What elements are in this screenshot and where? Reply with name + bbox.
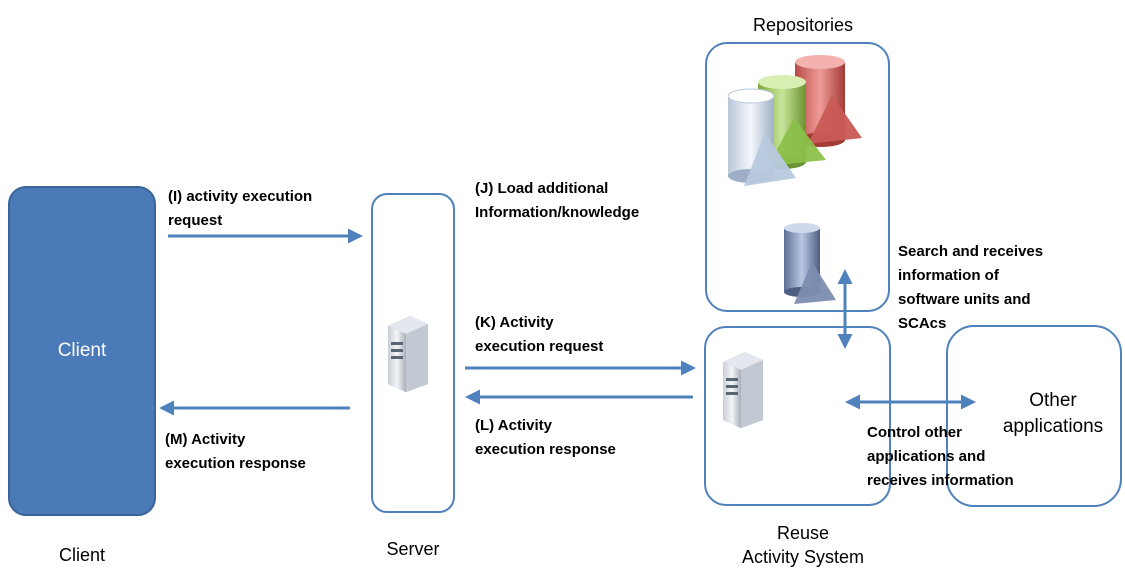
label-control: Control other applications and receives … — [867, 421, 1014, 493]
reuse-caption: Reuse Activity System — [718, 521, 888, 569]
server-tower-icon — [388, 316, 428, 392]
label-i-line2: request — [168, 212, 223, 229]
label-control-line3: receives information — [867, 472, 1014, 489]
server-caption: Server — [386, 539, 440, 559]
client-caption: Client — [58, 545, 106, 565]
label-control-line2: applications and — [867, 448, 986, 465]
label-k: (K) Activity execution request — [475, 311, 603, 359]
label-j-line2: Information/knowledge — [475, 204, 640, 221]
label-search-line1: Search and receives — [898, 243, 1044, 260]
client-box: Client — [8, 186, 156, 516]
other-applications-line2: applications — [1002, 416, 1104, 437]
label-j: (J) Load additional Information/knowledg… — [475, 177, 639, 225]
label-k-line2: execution request — [475, 338, 604, 355]
label-search-line3: software units and — [898, 291, 1031, 308]
label-m: (M) Activity execution response — [165, 428, 306, 476]
reuse-caption-line1: Reuse — [776, 523, 830, 543]
database-cylinder-icon — [784, 223, 836, 304]
repositories-caption: Repositories — [752, 15, 854, 35]
other-applications-label: Other applications — [985, 388, 1121, 440]
reuse-caption-line2: Activity System — [741, 547, 865, 567]
server-tower-icon — [723, 352, 763, 428]
label-search: Search and receives information of softw… — [898, 240, 1043, 336]
label-l-line1: (L) Activity — [475, 417, 552, 434]
label-control-line1: Control other — [867, 424, 962, 441]
label-i-line1: (I) activity execution — [168, 188, 313, 205]
other-applications-line1: Other — [1029, 390, 1077, 411]
label-l: (L) Activity execution response — [475, 414, 616, 462]
client-box-label: Client — [57, 340, 107, 361]
label-i: (I) activity execution request — [168, 185, 312, 233]
label-search-line2: information of — [898, 267, 999, 284]
label-m-line1: (M) Activity — [165, 431, 246, 448]
database-cylinder-icon — [727, 88, 796, 186]
label-l-line2: execution response — [475, 441, 616, 458]
other-applications-box — [946, 325, 1122, 507]
label-k-line1: (K) Activity — [475, 314, 554, 331]
label-m-line2: execution response — [165, 455, 306, 472]
label-search-line4: SCAcs — [898, 315, 947, 332]
label-j-line1: (J) Load additional — [475, 180, 609, 197]
